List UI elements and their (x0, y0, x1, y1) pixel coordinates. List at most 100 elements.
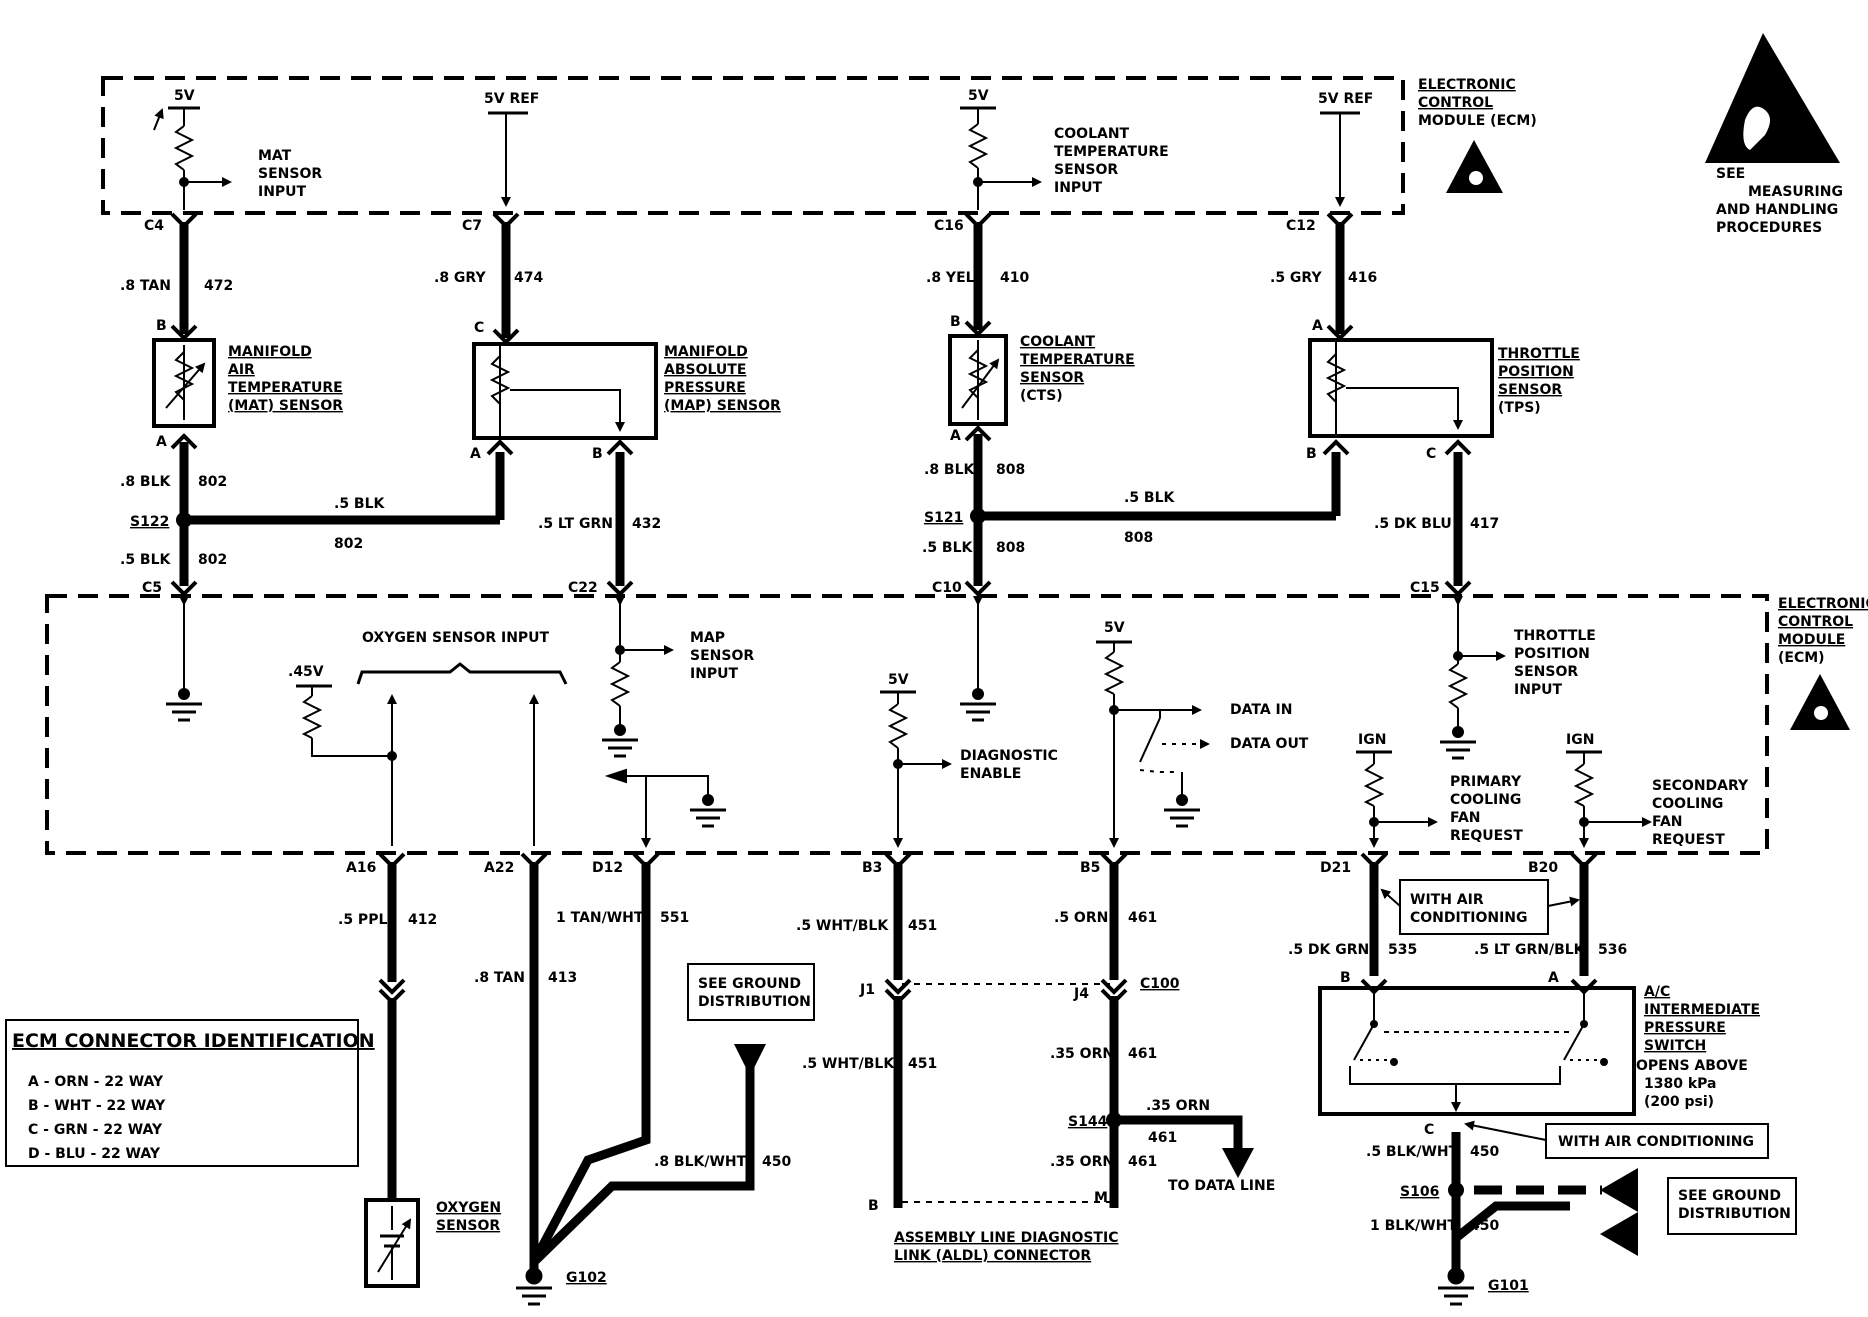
wire-416-num: 416 (1348, 270, 1377, 286)
cts-pin-a: A (950, 428, 961, 444)
wire-461c-color: .35 ORN (1146, 1098, 1210, 1114)
splice-s106-dot (1448, 1182, 1464, 1198)
map-pin-a: A (470, 446, 481, 462)
ac-pressure-switch (1318, 986, 1636, 1116)
wire-461a-color: .5 ORN (1054, 910, 1108, 926)
ground-dist-arrow-2 (1600, 1168, 1638, 1212)
tps-sensor (1308, 338, 1494, 438)
ign-secondary: IGN (1566, 732, 1594, 748)
wire-450c-num: 450 (1470, 1218, 1499, 1234)
splice-s121-dot (970, 508, 986, 524)
pin-d12: D12 (592, 860, 623, 876)
mat-ref: 5V (174, 88, 195, 104)
wire-474-num: 474 (514, 270, 543, 286)
tps-ref-circuit (1320, 111, 1360, 207)
wire-461b-num: 461 (1128, 1046, 1157, 1062)
wire-802a-color: .8 BLK (120, 474, 172, 490)
cts-ref: 5V (968, 88, 989, 104)
with-ac-arrow-left (1380, 888, 1401, 907)
aldl-j4: J4 (1073, 986, 1089, 1002)
wire-451b-color: .5 WHT/BLK (802, 1056, 895, 1072)
pin-c5: C5 (142, 580, 162, 596)
wire-450b-color: .5 BLK/WHT (1366, 1144, 1459, 1160)
aldl-j1: J1 (859, 982, 875, 998)
tps-ref: 5V REF (1318, 91, 1373, 107)
pin-a16: A16 (346, 860, 376, 876)
harness-wires-bottom (387, 862, 1589, 1270)
wire-417-color: .5 DK BLU (1374, 516, 1452, 532)
mat-circuit (153, 106, 232, 210)
pin-c4: C4 (144, 218, 164, 234)
wire-802b-color: .5 BLK (120, 552, 172, 568)
with-ac-arrow-right (1547, 896, 1580, 907)
ground-g101 (1438, 1267, 1474, 1306)
with-ac-2-arrow (1464, 1120, 1547, 1141)
with-ac-box-2 (1545, 1123, 1769, 1159)
wire-432-num: 432 (632, 516, 661, 532)
pin-b20: B20 (1528, 860, 1558, 876)
ac-pin-a: A (1548, 970, 1559, 986)
pin-a22: A22 (484, 860, 514, 876)
ecm-bottom-boundary (45, 594, 1769, 855)
splice-s122-dot (176, 512, 192, 528)
connector-chevrons-bottom (378, 852, 1598, 1005)
wire-412-num: 412 (408, 912, 437, 928)
wire-461d-num: 461 (1128, 1154, 1157, 1170)
connector-id-row-d: D - BLU - 22 WAY (28, 1146, 161, 1162)
wire-802a-num: 802 (198, 474, 227, 490)
wire-461c-num: 461 (1148, 1130, 1177, 1146)
ecm-top-boundary (101, 76, 1405, 215)
wire-808a-num: 808 (996, 462, 1025, 478)
tps-pin-a: A (1312, 318, 1323, 334)
pin-c22: C22 (568, 580, 598, 596)
wire-451b-num: 451 (908, 1056, 937, 1072)
wire-451a-num: 451 (908, 918, 937, 934)
wire-802h-color: .5 BLK (334, 496, 386, 512)
pin-c16: C16 (934, 218, 964, 234)
wire-808b-color: .5 BLK (922, 540, 974, 556)
map-pin-c: C (474, 320, 484, 336)
wire-535-num: 535 (1388, 942, 1417, 958)
wire-413-color: .8 TAN (474, 970, 525, 986)
to-data-line-arrow (1222, 1148, 1254, 1178)
ground-dist-arrow-1 (734, 1044, 766, 1076)
wire-535-color: .5 DK GRN (1288, 942, 1369, 958)
wire-536-num: 536 (1598, 942, 1627, 958)
wire-417-num: 417 (1470, 516, 1499, 532)
oxygen-sensor (364, 1198, 420, 1288)
wire-413-num: 413 (548, 970, 577, 986)
aldl-c100: C100 (1140, 976, 1180, 992)
ground-dist-arrow-3 (1600, 1212, 1638, 1256)
mat-sensor (152, 338, 216, 428)
wire-410-num: 410 (1000, 270, 1029, 286)
connector-id-box (5, 1019, 359, 1167)
diag-ref: 5V (888, 672, 909, 688)
wire-432-color: .5 LT GRN (538, 516, 613, 532)
wire-450b-num: 450 (1470, 1144, 1499, 1160)
harness-wires-top (179, 222, 1463, 586)
esd-small-icon-bottom (1790, 674, 1850, 730)
pin-c12: C12 (1286, 218, 1316, 234)
data-in-label: DATA IN (1230, 702, 1292, 718)
wire-472-color: .8 TAN (120, 278, 171, 294)
aldl-pin-b: B (868, 1198, 879, 1214)
wire-808h-color: .5 BLK (1124, 490, 1176, 506)
ground-g102 (516, 1267, 552, 1306)
pin-d21: D21 (1320, 860, 1351, 876)
pin-b5: B5 (1080, 860, 1100, 876)
cts-circuit (960, 106, 1042, 210)
wire-461d-color: .35 ORN (1050, 1154, 1114, 1170)
with-ac-box-1 (1399, 879, 1549, 935)
